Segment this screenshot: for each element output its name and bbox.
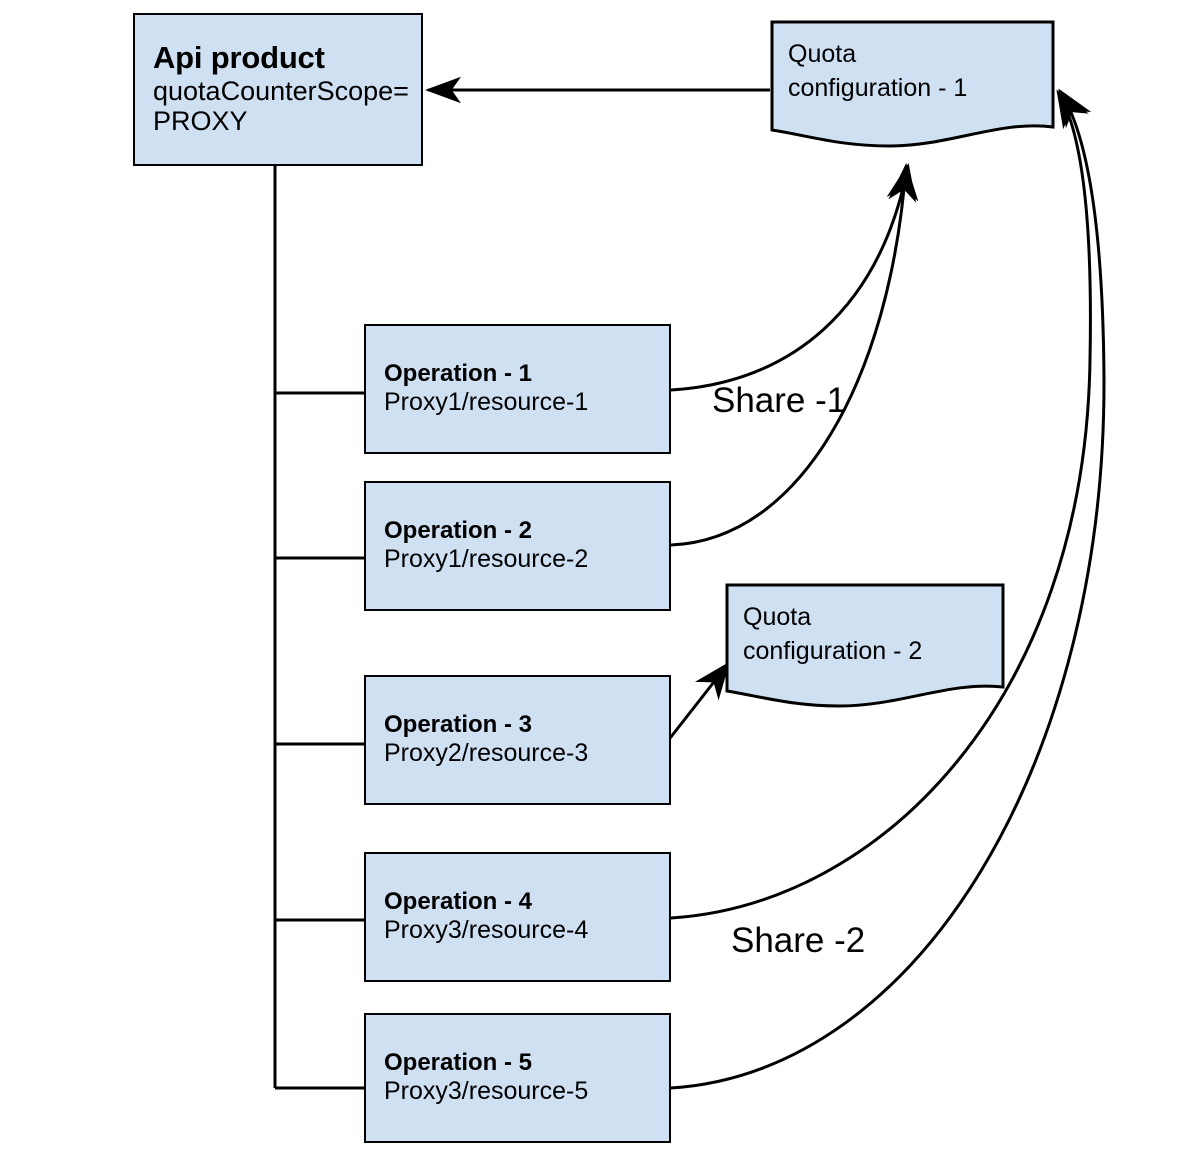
node-operation-5[interactable]: Operation - 5 Proxy3/resource-5 bbox=[364, 1013, 671, 1143]
operation-5-path: Proxy3/resource-5 bbox=[384, 1077, 589, 1106]
node-quota-configuration-1[interactable]: Quota configuration - 1 bbox=[770, 20, 1055, 152]
edge-operation-3-to-quota2 bbox=[665, 661, 730, 743]
operation-2-path: Proxy1/resource-2 bbox=[384, 545, 589, 574]
document-shape-icon bbox=[770, 20, 1055, 152]
operation-1-title: Operation - 1 bbox=[384, 360, 533, 388]
operation-2-title: Operation - 2 bbox=[384, 517, 533, 545]
quota-configuration-2-line-1: Quota bbox=[743, 603, 812, 631]
quota-configuration-1-line-1: Quota bbox=[788, 40, 857, 68]
document-shape-icon bbox=[725, 583, 1005, 711]
edge-operation-4-to-quota1 bbox=[670, 89, 1092, 920]
node-operation-2[interactable]: Operation - 2 Proxy1/resource-2 bbox=[364, 481, 671, 611]
api-product-scope-line-2: PROXY bbox=[153, 106, 248, 137]
quota-configuration-1-text: Quota configuration - 1 bbox=[788, 38, 1055, 106]
operation-3-title: Operation - 3 bbox=[384, 711, 533, 739]
api-product-scope-line-1: quotaCounterScope= bbox=[153, 75, 409, 106]
api-product-title: Api product bbox=[153, 40, 325, 75]
node-operation-3[interactable]: Operation - 3 Proxy2/resource-3 bbox=[364, 675, 671, 805]
node-quota-configuration-2[interactable]: Quota configuration - 2 bbox=[725, 583, 1005, 711]
quota-configuration-1-line-2: configuration - 1 bbox=[788, 73, 968, 102]
edge-operation-1-to-quota1 bbox=[670, 163, 917, 392]
operation-4-path: Proxy3/resource-4 bbox=[384, 916, 589, 945]
quota-configuration-2-text: Quota configuration - 2 bbox=[743, 601, 1005, 669]
edge-operation-2-to-quota1 bbox=[670, 163, 919, 547]
operation-5-title: Operation - 5 bbox=[384, 1049, 533, 1077]
operation-1-path: Proxy1/resource-1 bbox=[384, 388, 589, 417]
operation-4-title: Operation - 4 bbox=[384, 888, 533, 916]
edge-label-share-2: Share -2 bbox=[731, 921, 866, 960]
quota-configuration-2-line-2: configuration - 2 bbox=[743, 636, 923, 665]
node-operation-1[interactable]: Operation - 1 Proxy1/resource-1 bbox=[364, 324, 671, 454]
node-api-product[interactable]: Api product quotaCounterScope= PROXY bbox=[133, 13, 423, 166]
node-operation-4[interactable]: Operation - 4 Proxy3/resource-4 bbox=[364, 852, 671, 982]
operation-3-path: Proxy2/resource-3 bbox=[384, 739, 589, 768]
edge-label-share-1: Share -1 bbox=[712, 381, 847, 420]
